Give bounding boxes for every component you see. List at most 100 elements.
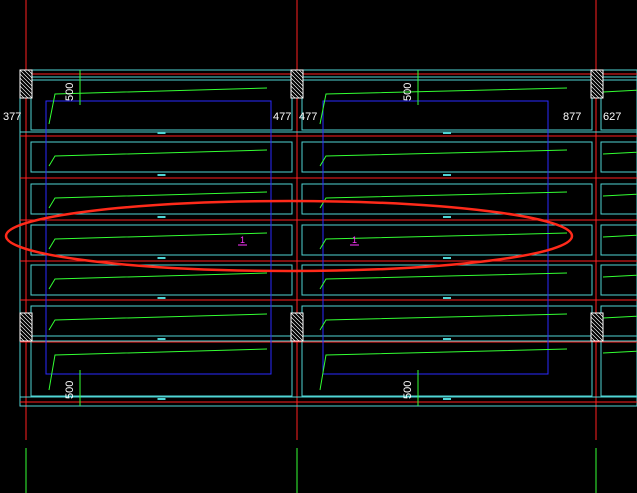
dim-label-bottom-left-500: 500 <box>64 381 76 399</box>
hatch-line <box>594 312 604 322</box>
hatch-line <box>19 312 33 326</box>
panel-2-4 <box>600 305 637 337</box>
hatch-line <box>19 73 33 87</box>
hatch-line <box>19 77 33 91</box>
rebar-1-3 <box>319 232 568 250</box>
rebar-1-4 <box>319 272 568 290</box>
hatch-line <box>290 77 304 91</box>
hatch-line <box>598 312 604 318</box>
hatch-line <box>590 81 604 95</box>
hatch-line <box>590 93 596 99</box>
highlight-ellipse <box>4 199 574 273</box>
inner-boundary-1 <box>322 100 549 375</box>
outer-outline <box>19 69 637 407</box>
hatch-line <box>290 81 304 95</box>
rebar-0-5 <box>48 313 268 331</box>
rebar-0-0 <box>48 87 268 125</box>
column-block-0 <box>19 69 33 99</box>
panel-bottom-1 <box>301 340 593 397</box>
hatch-line <box>590 324 604 338</box>
panel-0-3 <box>30 264 293 296</box>
hatch-line <box>290 328 304 342</box>
hatch-line <box>590 312 604 326</box>
hatch-line <box>590 332 600 342</box>
hatch-line <box>590 69 604 83</box>
panel-2-1 <box>600 183 637 215</box>
panel-bottom-2 <box>600 340 637 397</box>
hatch-line <box>290 324 304 338</box>
hatch-line <box>290 336 296 342</box>
hatch-line <box>298 312 304 318</box>
column-block-1 <box>290 69 304 99</box>
hatch-line <box>590 77 604 91</box>
hatch-line <box>590 89 600 99</box>
hatch-line <box>298 69 304 75</box>
hatch-line <box>19 328 33 342</box>
hatch-line <box>19 316 33 330</box>
panel-1-1 <box>301 183 593 215</box>
hatch-line <box>19 332 29 342</box>
panel-2-0 <box>600 141 637 173</box>
hatch-line <box>590 73 604 87</box>
hatch-line <box>594 69 604 79</box>
rebar-2-2 <box>602 193 637 197</box>
dimension-labels: 500 500 500 500 377 477 477 877 627 <box>3 83 621 399</box>
hatch-line <box>290 73 304 87</box>
hatch-line <box>27 69 33 75</box>
column-block-5 <box>590 312 604 342</box>
dimension-ticks <box>79 70 419 406</box>
hatch-line <box>19 85 33 99</box>
hatch-line <box>590 85 604 99</box>
hatch-line <box>290 69 304 83</box>
hatch-line <box>19 336 25 342</box>
hatch-line <box>290 312 304 326</box>
hatch-line <box>294 312 304 322</box>
hatch-line <box>27 312 33 318</box>
panel-0-0 <box>30 141 293 173</box>
panel-bottom-0 <box>30 340 293 397</box>
marker-right[interactable]: 1 <box>352 235 357 245</box>
panel-0-4 <box>30 305 293 337</box>
column-block-4 <box>290 312 304 342</box>
hatch-line <box>598 69 604 75</box>
rebar-2-4 <box>602 274 637 278</box>
hatch-line <box>590 320 604 334</box>
hatch-line <box>19 69 33 83</box>
rebar-0-4 <box>48 272 268 290</box>
panel-2-3 <box>600 264 637 296</box>
dim-label-top-mid-500: 500 <box>402 83 414 101</box>
panel-0-2 <box>30 224 293 256</box>
hatch-line <box>290 93 296 99</box>
panel-0-1 <box>30 183 293 215</box>
hatch-line <box>590 336 596 342</box>
panel-top-2 <box>600 79 637 131</box>
outline-frame <box>19 69 637 407</box>
column-blocks <box>19 69 604 342</box>
rebar-0-2 <box>48 191 268 209</box>
hatch-line <box>290 320 304 334</box>
rebar-1-0 <box>319 87 568 125</box>
rebar-2-1 <box>602 151 637 155</box>
hatch-line <box>290 332 300 342</box>
section-markers: 1 1 <box>238 235 359 246</box>
hatch-line <box>590 316 604 330</box>
rebar-2-5 <box>602 315 637 319</box>
rebar-2-6 <box>602 350 637 354</box>
marker-left[interactable]: 1 <box>240 235 245 245</box>
hatch-line <box>290 85 304 99</box>
hatch-line <box>290 316 304 330</box>
panel-top-0 <box>30 79 293 131</box>
hatch-line <box>590 328 604 342</box>
panel-1-0 <box>301 141 593 173</box>
rebar-2-3 <box>602 234 637 238</box>
rebar-1-1 <box>319 149 568 167</box>
hatch-line <box>19 81 33 95</box>
hatch-line <box>19 93 25 99</box>
hatch-line <box>19 89 29 99</box>
horizontal-axis-lines <box>20 73 637 403</box>
slab-panels <box>30 79 637 400</box>
hatch-line <box>19 324 33 338</box>
inner-boundary-0 <box>45 100 272 375</box>
